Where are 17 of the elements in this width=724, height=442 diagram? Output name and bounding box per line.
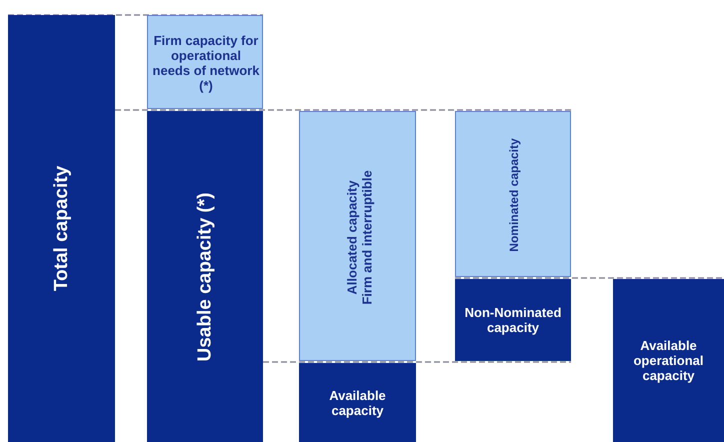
bar-label: Firm capacity for operational needs of network (*) — [152, 33, 260, 93]
bar-label: Available operational capacity — [632, 338, 705, 383]
bar-label: Allocated capacity — [344, 180, 358, 294]
bar-label: Usable capacity (*) — [194, 192, 216, 361]
bar-label: Firm and interruptible — [358, 170, 374, 304]
capacity-bar — [299, 363, 416, 442]
bar-label: Total capacity — [50, 166, 72, 292]
capacity-bar — [8, 15, 115, 442]
capacity-bar — [613, 279, 724, 442]
bar-label: Available capacity — [328, 388, 387, 418]
capacity-bar — [147, 111, 263, 442]
capacity-bar — [455, 279, 571, 361]
bar-label: Non-Nominated capacity — [464, 305, 562, 335]
capacity-box — [147, 15, 263, 109]
bar-label: Nominated capacity — [507, 138, 521, 252]
capacity-box — [299, 111, 416, 361]
capacity-box — [455, 111, 571, 277]
